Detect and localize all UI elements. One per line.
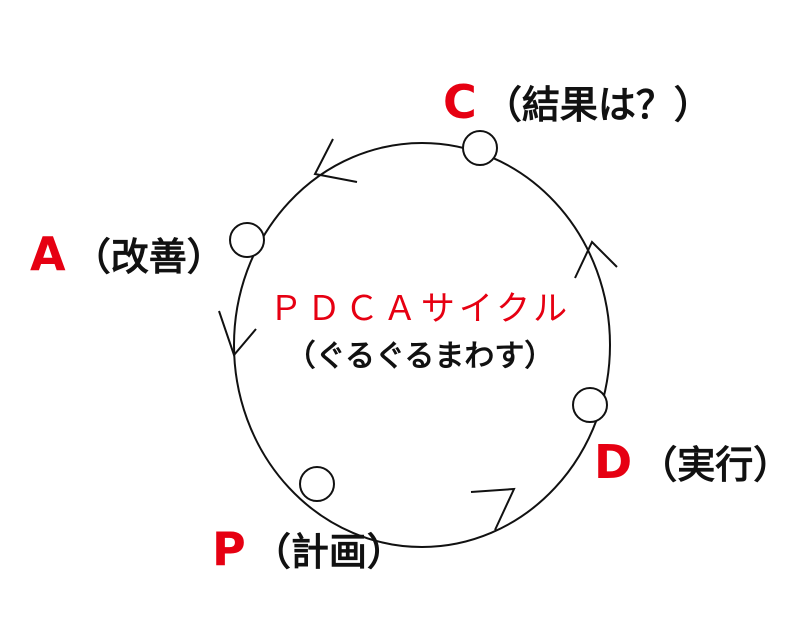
node-p — [299, 466, 335, 502]
center-subtitle: （ぐるぐるまわす） — [286, 339, 555, 374]
stage-a-letter: A — [30, 227, 66, 281]
node-d — [572, 387, 608, 423]
center-title: ＰＤＣＡサイクル — [269, 289, 571, 329]
stage-p-label: P （計画） — [212, 522, 405, 576]
stage-p-letter: P — [212, 522, 246, 576]
stage-d-text: （実行） — [639, 443, 791, 487]
arrow-right-icon — [574, 240, 618, 279]
arrow-top-left-icon — [313, 138, 358, 183]
stage-d-letter: D — [594, 435, 632, 489]
node-a — [229, 222, 265, 258]
stage-c-label: C （結果は？） — [443, 75, 712, 129]
node-c — [462, 130, 498, 166]
stage-p-text: （計画） — [253, 530, 405, 574]
stage-c-text: （結果は？） — [484, 83, 712, 127]
arrow-left-icon — [218, 310, 257, 357]
cycle-ellipse — [233, 142, 611, 548]
arrow-bottom-icon — [470, 487, 516, 531]
stage-a-label: A （改善） — [30, 227, 225, 281]
stage-a-text: （改善） — [73, 235, 225, 279]
stage-d-label: D （実行） — [594, 435, 791, 489]
stage-c-letter: C — [443, 75, 477, 129]
